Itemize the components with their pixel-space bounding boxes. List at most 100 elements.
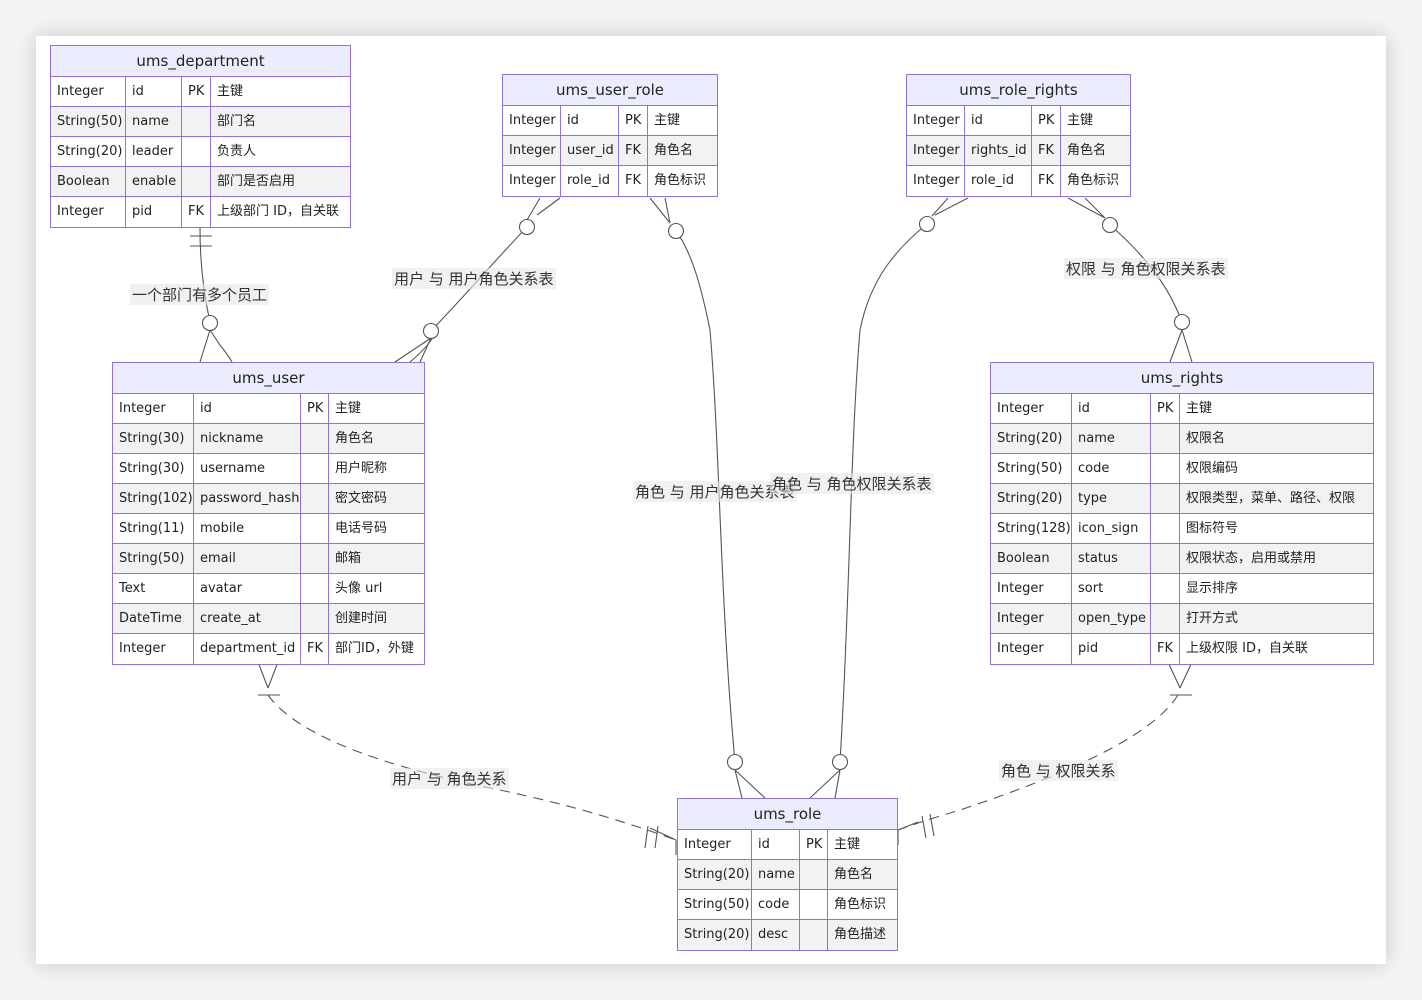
- col-type: Integer: [907, 166, 965, 196]
- col-name: id: [965, 106, 1032, 135]
- col-comment: 用户昵称: [335, 461, 388, 476]
- rel-line-role-userrole: [675, 230, 736, 763]
- col-comment: 部门ID，外键: [335, 641, 414, 656]
- zero-marker: [831, 753, 849, 771]
- col-key: [1151, 424, 1180, 453]
- col-name: role_id: [965, 166, 1032, 196]
- col-key: [182, 137, 211, 166]
- col-name: id: [752, 830, 800, 859]
- rel-line-rights-role: [897, 694, 1179, 831]
- col-comment: 角色标识: [654, 173, 707, 188]
- entity-title: ums_user_role: [503, 75, 717, 106]
- col-key: FK: [1032, 136, 1061, 165]
- col-comment: 邮箱: [335, 551, 362, 566]
- col-name: status: [1072, 544, 1151, 573]
- col-comment: 权限编码: [1186, 461, 1239, 476]
- zero-marker: [667, 222, 685, 240]
- entity-title: ums_role: [678, 799, 897, 830]
- col-type: String(30): [113, 454, 194, 483]
- zero-marker: [201, 314, 219, 332]
- col-type: Integer: [51, 197, 126, 227]
- rel-line-user-userrole: [409, 226, 528, 363]
- col-key: FK: [182, 197, 211, 227]
- col-name: desc: [752, 920, 800, 950]
- col-type: Text: [113, 574, 194, 603]
- col-type: Integer: [113, 394, 194, 423]
- zero-marker: [726, 753, 744, 771]
- col-type: String(20): [991, 424, 1072, 453]
- col-type: Integer: [991, 394, 1072, 423]
- col-comment: 角色名: [1067, 143, 1107, 158]
- relationship-label: 用户 与 用户角色关系表: [392, 268, 556, 289]
- col-name: nickname: [194, 424, 301, 453]
- col-name: id: [1072, 394, 1151, 423]
- col-comment: 主键: [217, 84, 244, 99]
- col-comment: 打开方式: [1186, 611, 1239, 626]
- col-key: FK: [619, 136, 648, 165]
- one-marker: [921, 813, 935, 839]
- col-comment: 角色名: [335, 431, 375, 446]
- col-comment: 角色描述: [834, 927, 887, 942]
- crowfoot-marker: [526, 197, 561, 221]
- col-name: type: [1072, 484, 1151, 513]
- col-comment: 负责人: [217, 144, 257, 159]
- zero-marker: [422, 322, 440, 340]
- col-name: rights_id: [965, 136, 1032, 165]
- col-key: PK: [800, 830, 828, 859]
- zero-marker: [1101, 216, 1119, 234]
- col-name: enable: [126, 167, 182, 196]
- crowfoot-marker: [649, 827, 677, 855]
- col-key: [1151, 544, 1180, 573]
- crowfoot-marker: [394, 337, 432, 363]
- col-key: [301, 424, 329, 453]
- col-key: [800, 890, 828, 919]
- col-key: PK: [1151, 394, 1180, 423]
- col-comment: 显示排序: [1186, 581, 1239, 596]
- col-key: [800, 860, 828, 889]
- col-name: role_id: [561, 166, 619, 196]
- col-name: id: [561, 106, 619, 135]
- col-name: pid: [126, 197, 182, 227]
- col-key: FK: [619, 166, 648, 196]
- col-type: DateTime: [113, 604, 194, 633]
- col-name: password_hash: [194, 484, 301, 513]
- crowfoot-marker: [931, 197, 969, 217]
- table-row: String(20)desc 角色描述: [678, 920, 897, 950]
- col-key: [1151, 514, 1180, 543]
- col-type: Integer: [503, 166, 561, 196]
- col-type: String(50): [113, 544, 194, 573]
- col-comment: 电话号码: [335, 521, 388, 536]
- col-key: FK: [301, 634, 329, 664]
- col-name: code: [752, 890, 800, 919]
- col-key: [1151, 454, 1180, 483]
- col-key: FK: [1151, 634, 1180, 664]
- col-type: Integer: [991, 634, 1072, 664]
- col-name: code: [1072, 454, 1151, 483]
- col-comment: 角色标识: [834, 897, 887, 912]
- relationship-label: 权限 与 角色权限关系表: [1064, 258, 1228, 279]
- col-type: String(11): [113, 514, 194, 543]
- col-type: String(20): [678, 920, 752, 950]
- col-name: sort: [1072, 574, 1151, 603]
- crowfoot-marker: [809, 769, 841, 799]
- entity-title: ums_rights: [991, 363, 1373, 394]
- col-name: user_id: [561, 136, 619, 165]
- col-comment: 主键: [654, 113, 681, 128]
- entity-title: ums_department: [51, 46, 350, 77]
- col-comment: 上级部门 ID，自关联: [217, 204, 339, 219]
